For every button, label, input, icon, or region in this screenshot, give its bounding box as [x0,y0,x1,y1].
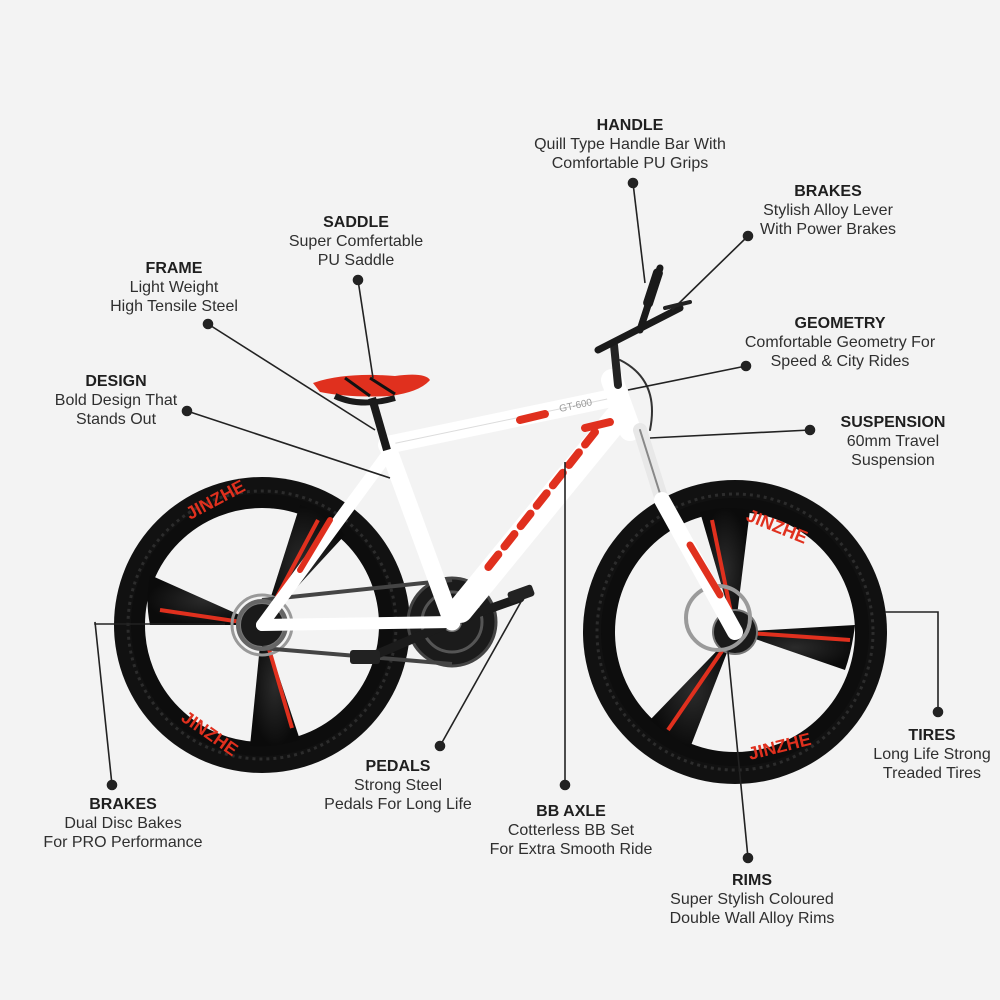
callout-desc-line: Comfortable PU Grips [551,155,709,172]
callout-title: FRAME [145,260,203,277]
callout-desc-line: Comfortable Geometry For [744,334,936,351]
callout-desc-line: Double Wall Alloy Rims [669,910,835,927]
callout-desc-line: Dual Disc Bakes [64,815,182,832]
saddle [313,374,430,397]
left-pedal [350,650,380,664]
callout-desc-line: Treaded Tires [882,765,982,782]
callout-title: DESIGN [85,373,147,390]
callout-title: BB AXLE [536,803,606,820]
front-rim [601,498,869,766]
callout-desc-line: Stylish Alloy Lever [763,202,893,219]
callout-desc-line: Suspension [851,452,935,469]
seat-stay [256,449,393,631]
callout-desc-line: Stands Out [75,411,157,428]
callout-title: HANDLE [596,117,664,134]
callout-desc-line: Quill Type Handle Bar With [534,136,726,153]
callout-title: SUSPENSION [840,414,946,431]
suspension-fork [633,423,743,640]
callout-desc-line: Long Life Strong [873,746,991,763]
callout-desc-line: Speed & City Rides [770,353,910,370]
seatpost [368,396,391,452]
callout-title: BRAKES [89,796,157,813]
right-pedal [507,584,535,604]
callout-desc-line: High Tensile Steel [110,298,238,315]
callout-title: BRAKES [794,183,862,200]
callout-desc-line: Super Stylish Coloured [670,891,834,908]
handle-grip [643,268,663,308]
callout-desc-line: Strong Steel [353,777,443,794]
callout-desc-line: Bold Design That [54,392,178,409]
chain-stay [256,616,458,631]
handlebar [594,264,692,431]
callout-desc-line: Pedals For Long Life [324,796,472,813]
leader-lines [94,177,944,864]
bike-frame: GT-600 [256,369,641,631]
callout-saddle: SADDLE Super Comfertable PU Saddle [289,213,423,270]
callout-desc-line: For Extra Smooth Ride [489,841,653,858]
callout-desc-line: For PRO Performance [43,834,203,851]
chain-upper [261,578,453,602]
callout-title: GEOMETRY [794,315,886,332]
callout-title: TIRES [908,727,956,744]
down-tube [447,405,630,623]
callout-desc-line: Light Weight [129,279,219,296]
callout-desc-line: 60mm Travel [846,433,940,450]
callout-desc-line: Cotterless BB Set [507,822,635,839]
head-tube [601,369,641,441]
callout-title: SADDLE [323,214,389,231]
callout-title: PEDALS [365,758,431,775]
callout-title: RIMS [731,872,772,889]
stem [610,341,622,389]
callout-desc-line: Super Comfertable [288,233,424,250]
saddle-assembly [313,374,430,452]
seat-tube [378,436,461,631]
callout-desc-line: With Power Brakes [759,221,897,238]
callout-desc-line: PU Saddle [317,252,395,269]
